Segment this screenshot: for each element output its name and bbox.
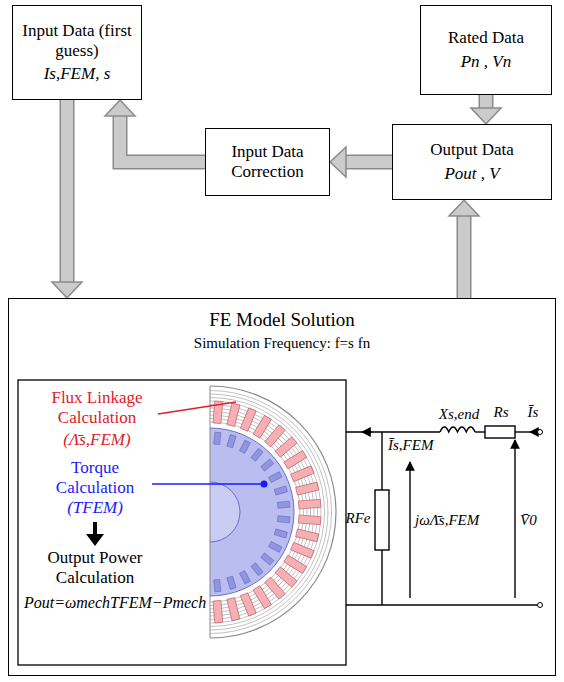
model-label: (Λ̄s,FEM) — [36, 430, 158, 450]
model-frame — [18, 380, 346, 665]
block-arrow — [449, 200, 479, 298]
block-arrow — [52, 100, 82, 298]
process-box: Rated Data Pn , Vn — [420, 5, 552, 95]
machine-section — [210, 386, 336, 638]
box-detail: Pn , Vn — [461, 52, 512, 72]
calc-arrow — [93, 522, 97, 536]
circuit-label: Īs,FEM — [388, 437, 448, 454]
box-title: FE Model Solution — [209, 309, 355, 331]
model-label: Output Power Calculation — [26, 548, 164, 587]
box-title: Output Data — [430, 140, 514, 160]
box-title: Rated Data — [448, 28, 524, 48]
circuit-label: Īs — [522, 404, 544, 421]
box-detail: Simulation Frequency: f=s fn — [194, 335, 370, 352]
process-box: Input Data (first guess) Is,FEM, s — [12, 5, 142, 100]
block-arrow — [330, 147, 392, 177]
block-arrow — [105, 100, 205, 162]
box-title: Input Data Correction — [212, 142, 323, 181]
block-arrow — [471, 95, 501, 124]
circuit-label: Xs,end — [434, 406, 484, 423]
circuit-label: jωΛ̄s,FEM — [415, 512, 495, 529]
model-label: (TFEM) — [40, 498, 150, 518]
circuit-label: RFe — [343, 510, 373, 527]
circuit-label: Rs — [488, 404, 514, 421]
process-box: Input Data Correction — [205, 128, 330, 196]
process-box: Output DataPout , V — [392, 124, 552, 200]
model-label: Torque Calculation — [40, 458, 150, 497]
circuit-label: V̄0 — [520, 512, 546, 529]
box-title: Input Data (first guess) — [19, 21, 135, 60]
box-detail: Is,FEM, s — [44, 64, 111, 84]
model-label: Pout=ωmechTFEM−Pmech — [24, 594, 208, 612]
model-label: Flux Linkage Calculation — [36, 388, 158, 427]
box-detail: Pout , V — [444, 164, 499, 184]
equivalent-circuit — [346, 426, 540, 605]
torque-leader — [152, 483, 262, 485]
flux-leader — [158, 402, 236, 414]
